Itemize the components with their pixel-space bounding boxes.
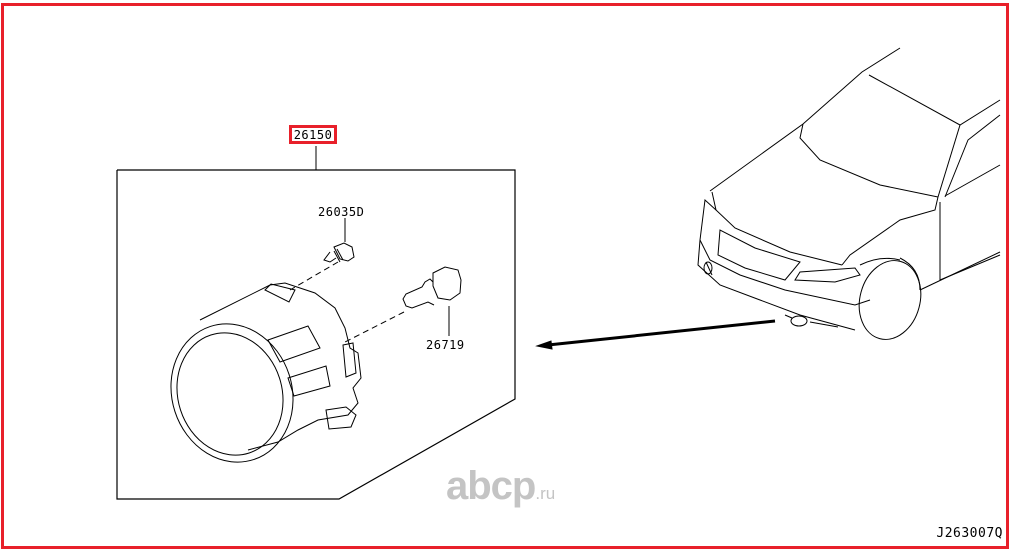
- watermark-main: abcp: [446, 464, 536, 508]
- bulb-icon: [402, 266, 462, 336]
- part-number-screw[interactable]: 26035D: [318, 205, 365, 219]
- vehicle-icon: [697, 47, 1001, 340]
- watermark-logo: abcp.ru: [446, 466, 555, 514]
- assembly-part-number[interactable]: 26150: [289, 125, 337, 144]
- watermark-suffix: .ru: [535, 484, 556, 503]
- part-number-bulb[interactable]: 26719: [426, 338, 465, 352]
- fog-lamp-icon: [170, 282, 362, 463]
- screw-icon: [323, 218, 355, 263]
- diagram-code: J263007Q: [936, 526, 1003, 541]
- location-arrow-icon: [535, 319, 776, 350]
- diagram-frame: [1, 3, 1009, 549]
